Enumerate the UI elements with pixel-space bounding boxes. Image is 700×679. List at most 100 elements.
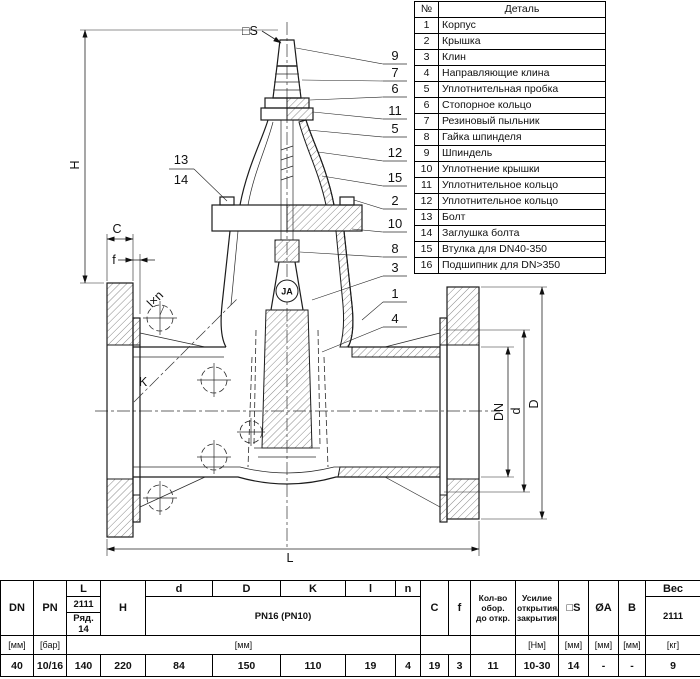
value-h: 220 (100, 654, 146, 677)
part-name: Гайка шпинделя (438, 129, 606, 146)
value-a: - (588, 654, 619, 677)
wedge (253, 261, 321, 458)
callouts-right: 9 7 6 11 5 12 15 2 10 8 3 1 4 (295, 47, 407, 353)
right-flange (384, 286, 480, 523)
callout-2: 2 (391, 193, 398, 208)
dim-c-label: C (112, 222, 121, 236)
spec-col-weight: Вес (645, 580, 700, 597)
spec-col-l: L (66, 580, 101, 597)
value-l-small: 19 (345, 654, 396, 677)
callout-1: 1 (391, 286, 398, 301)
part-number: 3 (414, 49, 439, 66)
spec-col-a: ØA (588, 580, 619, 636)
value-f: 3 (448, 654, 471, 677)
dimension-s: □S (242, 24, 282, 44)
part-name: Резиновый пыльник (438, 113, 606, 130)
spec-col-h: H (100, 580, 146, 636)
spec-l-row: Ряд. 14 (66, 612, 101, 636)
callout-7: 7 (391, 65, 398, 80)
part-number: 8 (414, 129, 439, 146)
unit-torque: [Нм] (515, 635, 559, 655)
callout-5: 5 (391, 121, 398, 136)
parts-col-number: № (414, 1, 439, 18)
spec-col-d: d (145, 580, 213, 597)
dim-lxn-label: l×n (144, 288, 166, 310)
value-n: 4 (395, 654, 421, 677)
unit-mid: [мм] (66, 635, 421, 655)
spec-col-n: n (395, 580, 421, 597)
value-turns: 11 (470, 654, 516, 677)
spec-col-f: f (448, 580, 471, 636)
value-pn: 10/16 (33, 654, 67, 677)
part-number: 13 (414, 209, 439, 226)
value-s: 14 (558, 654, 589, 677)
part-name: Болт (438, 209, 606, 226)
dimension-dn: DN (481, 346, 514, 478)
part-name: Уплотнительная пробка (438, 81, 606, 98)
part-name: Шпиндель (438, 145, 606, 162)
spec-values-row: 40 10/16 140 220 84 150 110 19 4 19 3 11… (0, 654, 700, 677)
dimension-d-big: D (481, 286, 547, 520)
part-number: 2 (414, 33, 439, 50)
part-number: 11 (414, 177, 439, 194)
part-name: Уплотнение крышки (438, 161, 606, 178)
callout-13: 13 (174, 152, 188, 167)
parts-col-detail: Деталь (438, 1, 606, 18)
part-name: Корпус (438, 17, 606, 34)
unit-weight: [кг] (645, 635, 700, 655)
callout-8: 8 (391, 241, 398, 256)
spec-col-k: K (280, 580, 346, 597)
spec-col-l-small: l (345, 580, 396, 597)
unit-turns (470, 635, 516, 655)
part-number: 7 (414, 113, 439, 130)
unit-dn: [мм] (0, 635, 34, 655)
spec-col-dn: DN (0, 580, 34, 636)
part-name: Втулка для DN40-350 (438, 241, 606, 258)
left-flange (106, 282, 206, 538)
stem-assembly (260, 39, 314, 263)
logo-text: JA (281, 287, 293, 297)
dimension-f: f (112, 253, 155, 314)
unit-s: [мм] (558, 635, 589, 655)
dim-h-label: H (68, 160, 82, 169)
callout-4: 4 (391, 311, 398, 326)
spec-pn-group: PN16 (PN10) (145, 596, 421, 636)
part-number: 16 (414, 257, 439, 274)
spec-col-b: B (618, 580, 646, 636)
unit-cf (420, 635, 471, 655)
callout-6: 6 (391, 81, 398, 96)
dimension-l: L (106, 521, 480, 565)
value-torque: 10-30 (515, 654, 559, 677)
part-number: 4 (414, 65, 439, 82)
part-name: Заглушка болта (438, 225, 606, 242)
part-name: Стопорное кольцо (438, 97, 606, 114)
callout-12: 12 (388, 145, 402, 160)
callout-13-14: 13 14 (169, 152, 228, 202)
bonnet (211, 119, 363, 232)
unit-a: [мм] (588, 635, 619, 655)
spec-col-c: C (420, 580, 449, 636)
unit-b: [мм] (618, 635, 646, 655)
dimension-c: C (106, 222, 134, 281)
callout-3: 3 (391, 260, 398, 275)
part-number: 10 (414, 161, 439, 178)
spec-col-turns: Кол-во обор. до откр. (470, 580, 516, 636)
value-dn: 40 (0, 654, 34, 677)
part-name: Направляющие клина (438, 65, 606, 82)
dim-k-label: K (139, 375, 148, 389)
part-number: 5 (414, 81, 439, 98)
spec-col-torque: Усилие открытия/ закрытия (515, 580, 559, 636)
part-name: Крышка (438, 33, 606, 50)
